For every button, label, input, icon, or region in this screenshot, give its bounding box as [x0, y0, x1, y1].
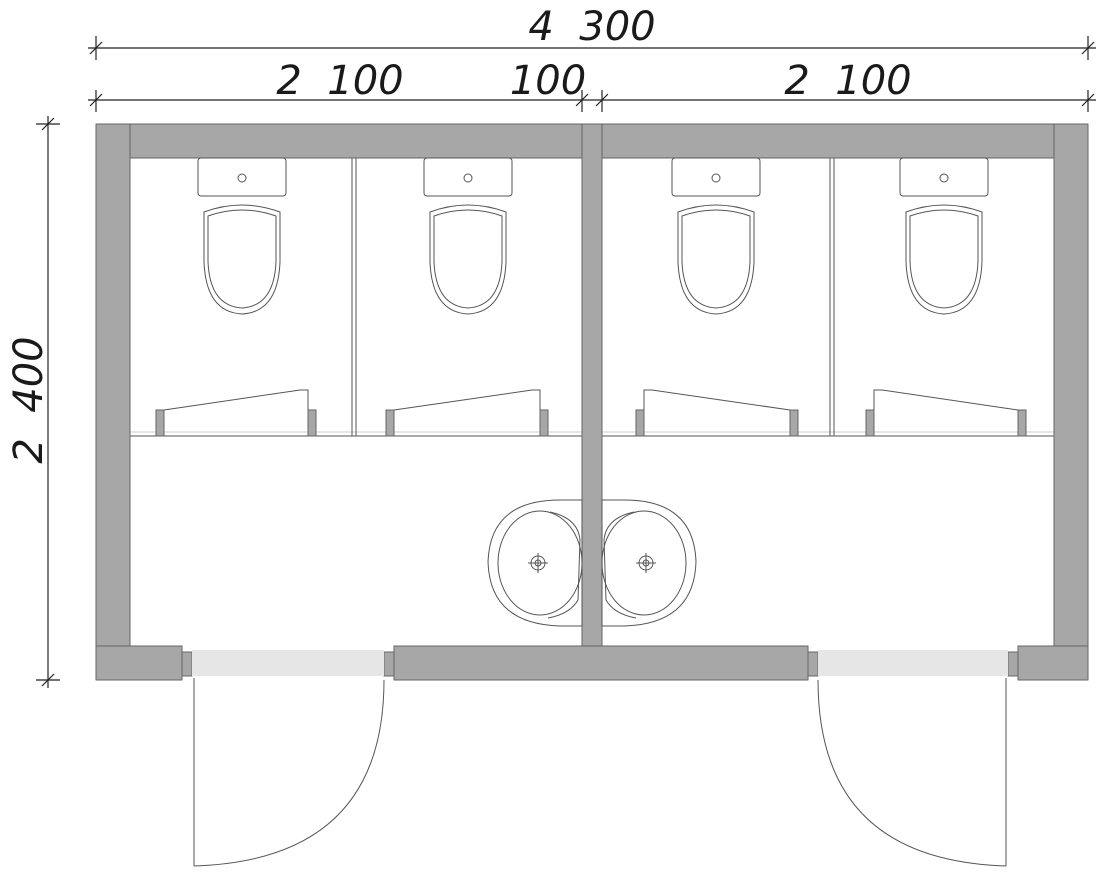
stall-door-leaf [393, 389, 541, 411]
toilet-tank [899, 157, 989, 197]
stall-door-post [539, 409, 549, 437]
flush-button-icon [237, 173, 247, 183]
toilet-tank [197, 157, 287, 197]
sink-left [487, 499, 583, 627]
door-opening-right [818, 650, 1008, 676]
stall-doors [155, 389, 1027, 437]
stall-door-post [307, 409, 317, 437]
toilet-bowl [429, 204, 507, 315]
dimension-top-sections: 2 100 100 2 100 [88, 58, 1096, 112]
overall-depth-label: 2 400 [6, 336, 52, 463]
sink-rim [547, 511, 581, 619]
sink-bowl [497, 510, 583, 616]
stall-door-leaf [163, 389, 309, 411]
toilet-bowl [905, 204, 983, 315]
dimension-left-depth: 2 400 [6, 116, 60, 688]
walls [95, 123, 1089, 681]
partition-width-label: 100 [510, 58, 586, 104]
door-jamb [181, 651, 193, 677]
dimension-top-overall: 4 300 [88, 4, 1096, 60]
toilet-tank [671, 157, 761, 197]
door-swing-arc [817, 679, 1007, 867]
sink-rim [603, 511, 637, 619]
door-jamb [807, 651, 819, 677]
stall-dividers [130, 158, 1054, 437]
toilet-1 [197, 157, 287, 315]
door-jamb [1007, 651, 1019, 677]
door-opening-left [192, 650, 384, 676]
toilet-4 [899, 157, 989, 315]
toilet-3 [671, 157, 761, 315]
wall-left [95, 123, 131, 681]
flush-button-icon [463, 173, 473, 183]
left-section-width-label: 2 100 [276, 58, 403, 104]
stall-door-post [1017, 409, 1027, 437]
flush-button-icon [711, 173, 721, 183]
door-jamb [383, 651, 395, 677]
toilet-tank [423, 157, 513, 197]
entrance-door-right [817, 678, 1007, 867]
wall-bottom-right [1017, 645, 1089, 681]
toilet-seat [681, 209, 751, 309]
wall-bottom-middle [393, 645, 809, 681]
stall-door-post [865, 409, 875, 437]
toilet-2 [423, 157, 513, 315]
sink-bowl [601, 510, 687, 616]
wall-center-partition [581, 123, 603, 647]
stall-door-post [155, 409, 165, 437]
stall-door-post [789, 409, 799, 437]
toilet-seat [909, 209, 979, 309]
right-section-width-label: 2 100 [784, 58, 911, 104]
sink-right [601, 499, 697, 627]
toilet-seat [207, 209, 277, 309]
toilet-bowl [203, 204, 281, 315]
stall-door-post [635, 409, 645, 437]
entrance-door-left [193, 678, 385, 867]
stall-door-leaf [873, 389, 1019, 411]
wall-bottom-left [95, 645, 183, 681]
flush-button-icon [939, 173, 949, 183]
toilet-seat [433, 209, 503, 309]
stall-door-post [385, 409, 395, 437]
stall-door-leaf [643, 389, 791, 411]
toilet-bowl [677, 204, 755, 315]
door-swing-arc [193, 679, 385, 867]
overall-width-label: 4 300 [528, 4, 655, 50]
wall-right [1053, 123, 1089, 681]
